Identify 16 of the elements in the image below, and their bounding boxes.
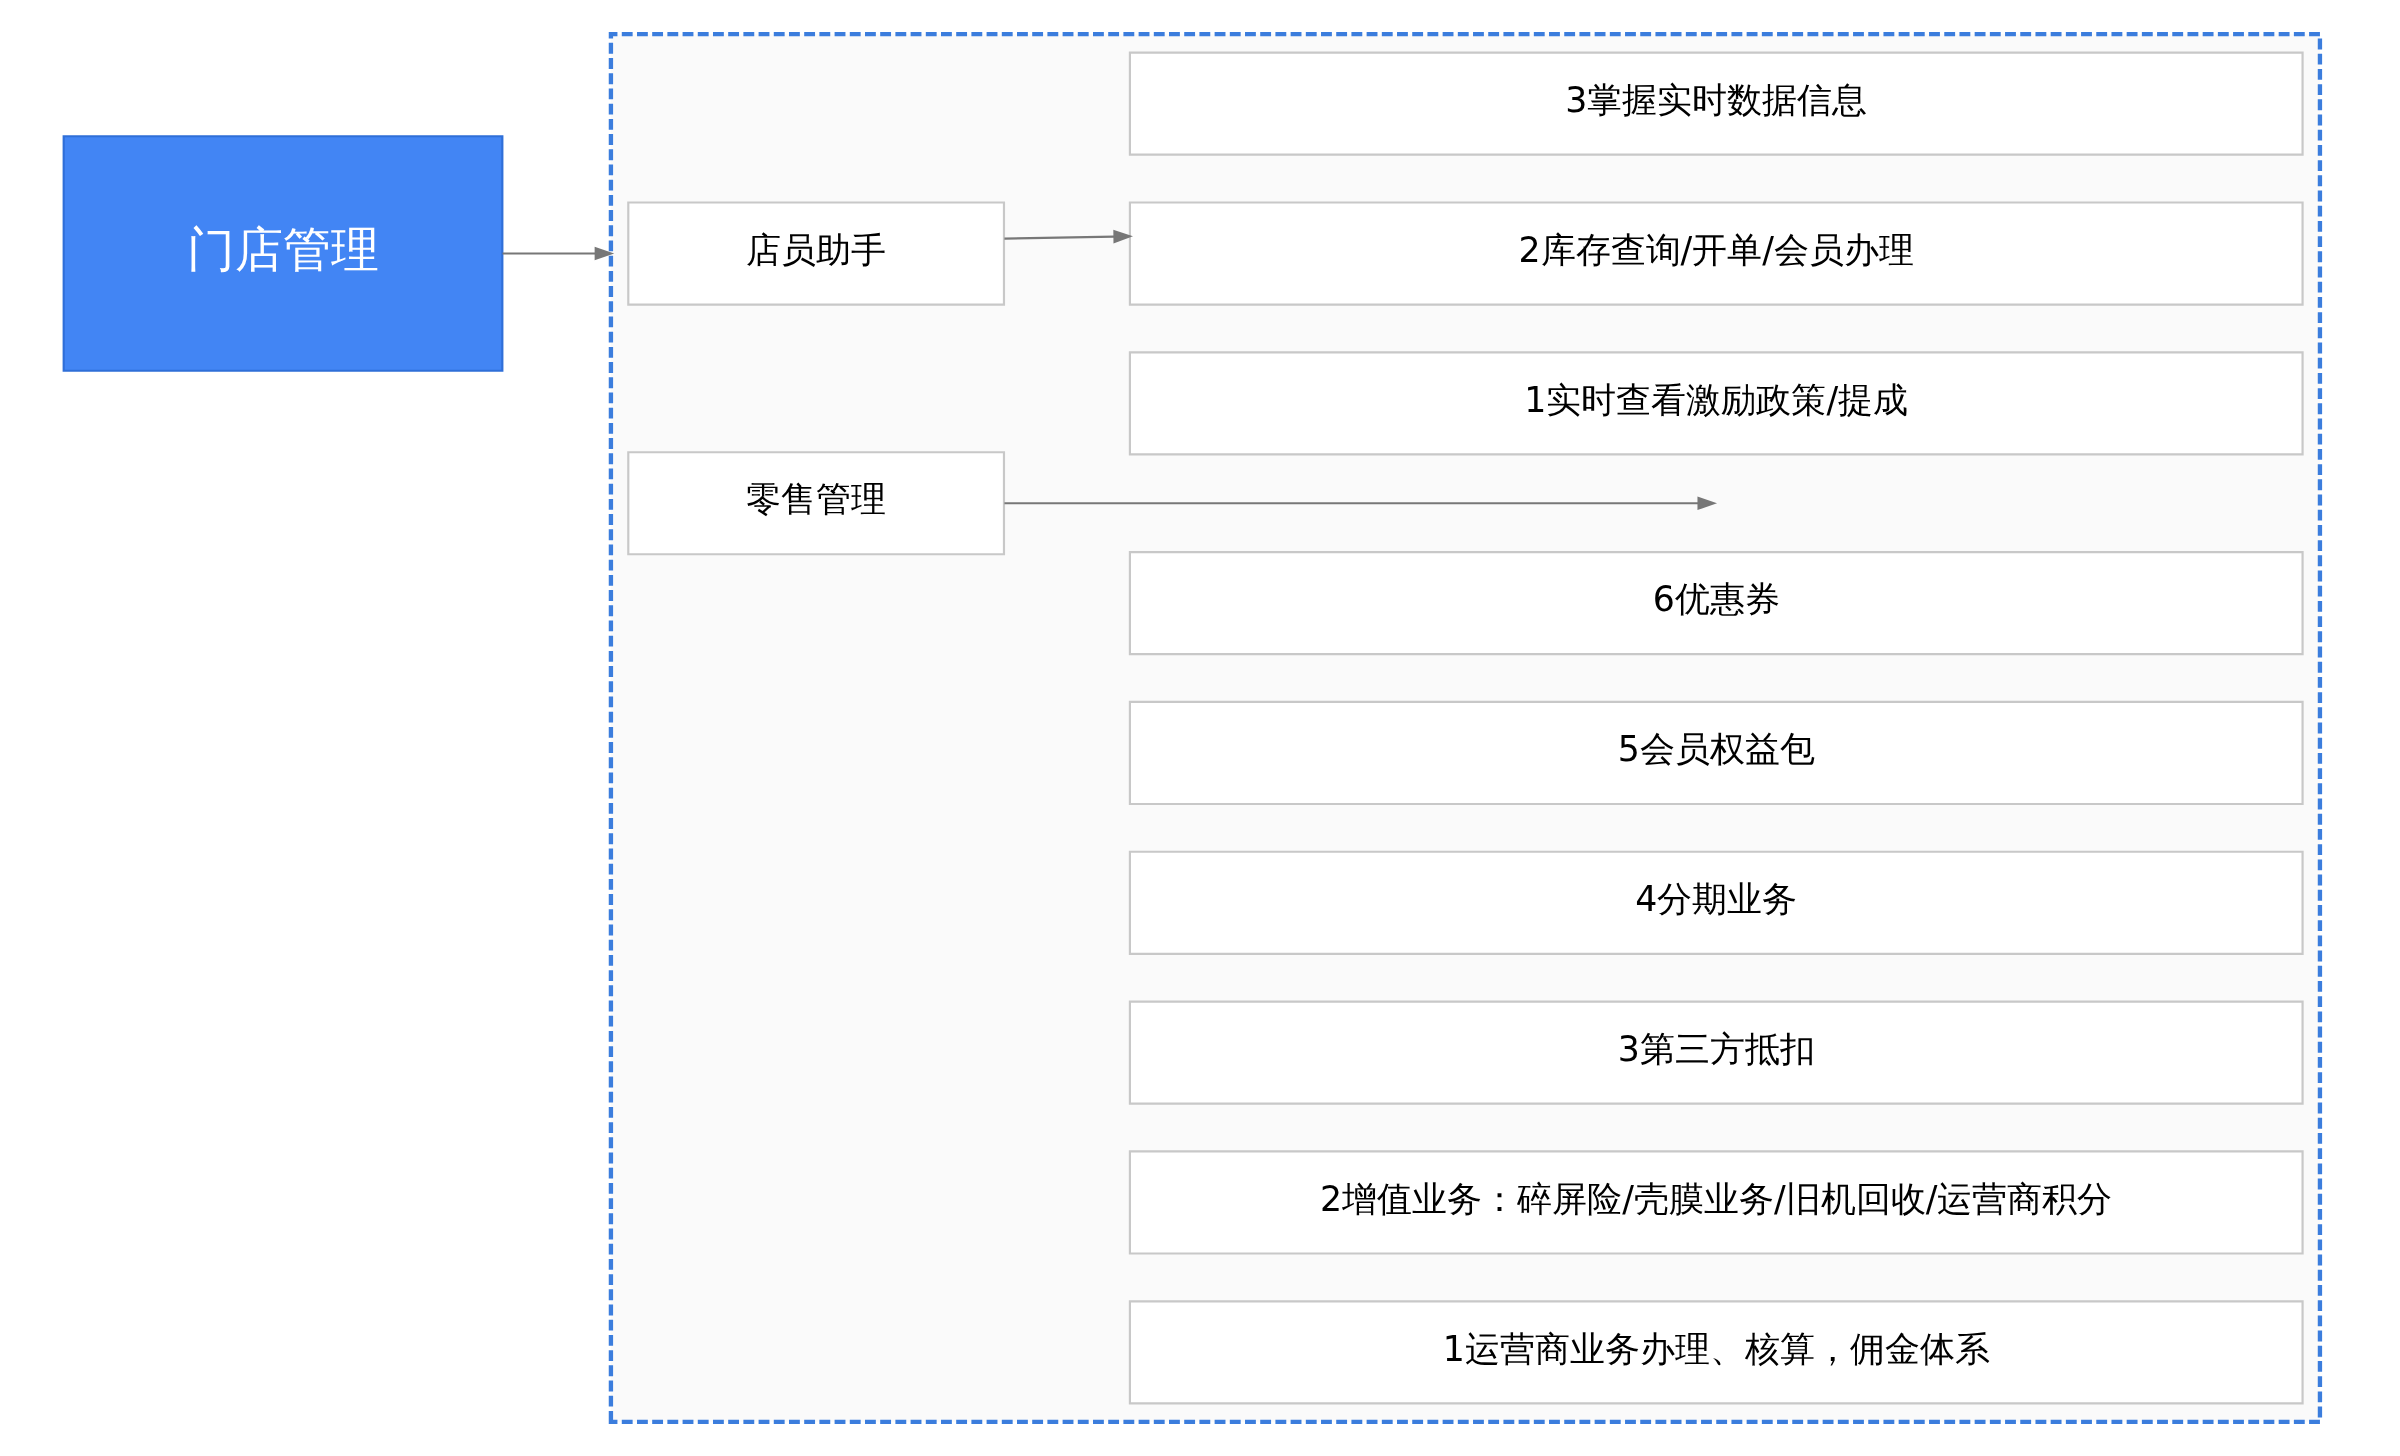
node-box: 2增值业务：碎屏险/壳膜业务/旧机回收/运营商积分 bbox=[1128, 1150, 2304, 1255]
node-box: 6优惠券 bbox=[1128, 551, 2304, 656]
node-box: 1运营商业务办理、核算，佣金体系 bbox=[1128, 1300, 2304, 1405]
arrow bbox=[1003, 229, 1133, 244]
node-box: 零售管理 bbox=[626, 451, 1005, 556]
node-box: 3掌握实时数据信息 bbox=[1128, 51, 2304, 156]
node-box: 门店管理 bbox=[62, 135, 503, 372]
arrow bbox=[1003, 496, 1717, 511]
node-box: 1实时查看激励政策/提成 bbox=[1128, 351, 2304, 456]
arrow bbox=[502, 246, 614, 261]
node-box: 3第三方抵扣 bbox=[1128, 1000, 2304, 1105]
node-box: 5会员权益包 bbox=[1128, 700, 2304, 806]
node-box: 4分期业务 bbox=[1128, 850, 2304, 955]
node-box: 2库存查询/开单/会员办理 bbox=[1128, 201, 2304, 306]
node-box: 店员助手 bbox=[626, 201, 1005, 306]
cluster bbox=[608, 32, 2322, 1424]
